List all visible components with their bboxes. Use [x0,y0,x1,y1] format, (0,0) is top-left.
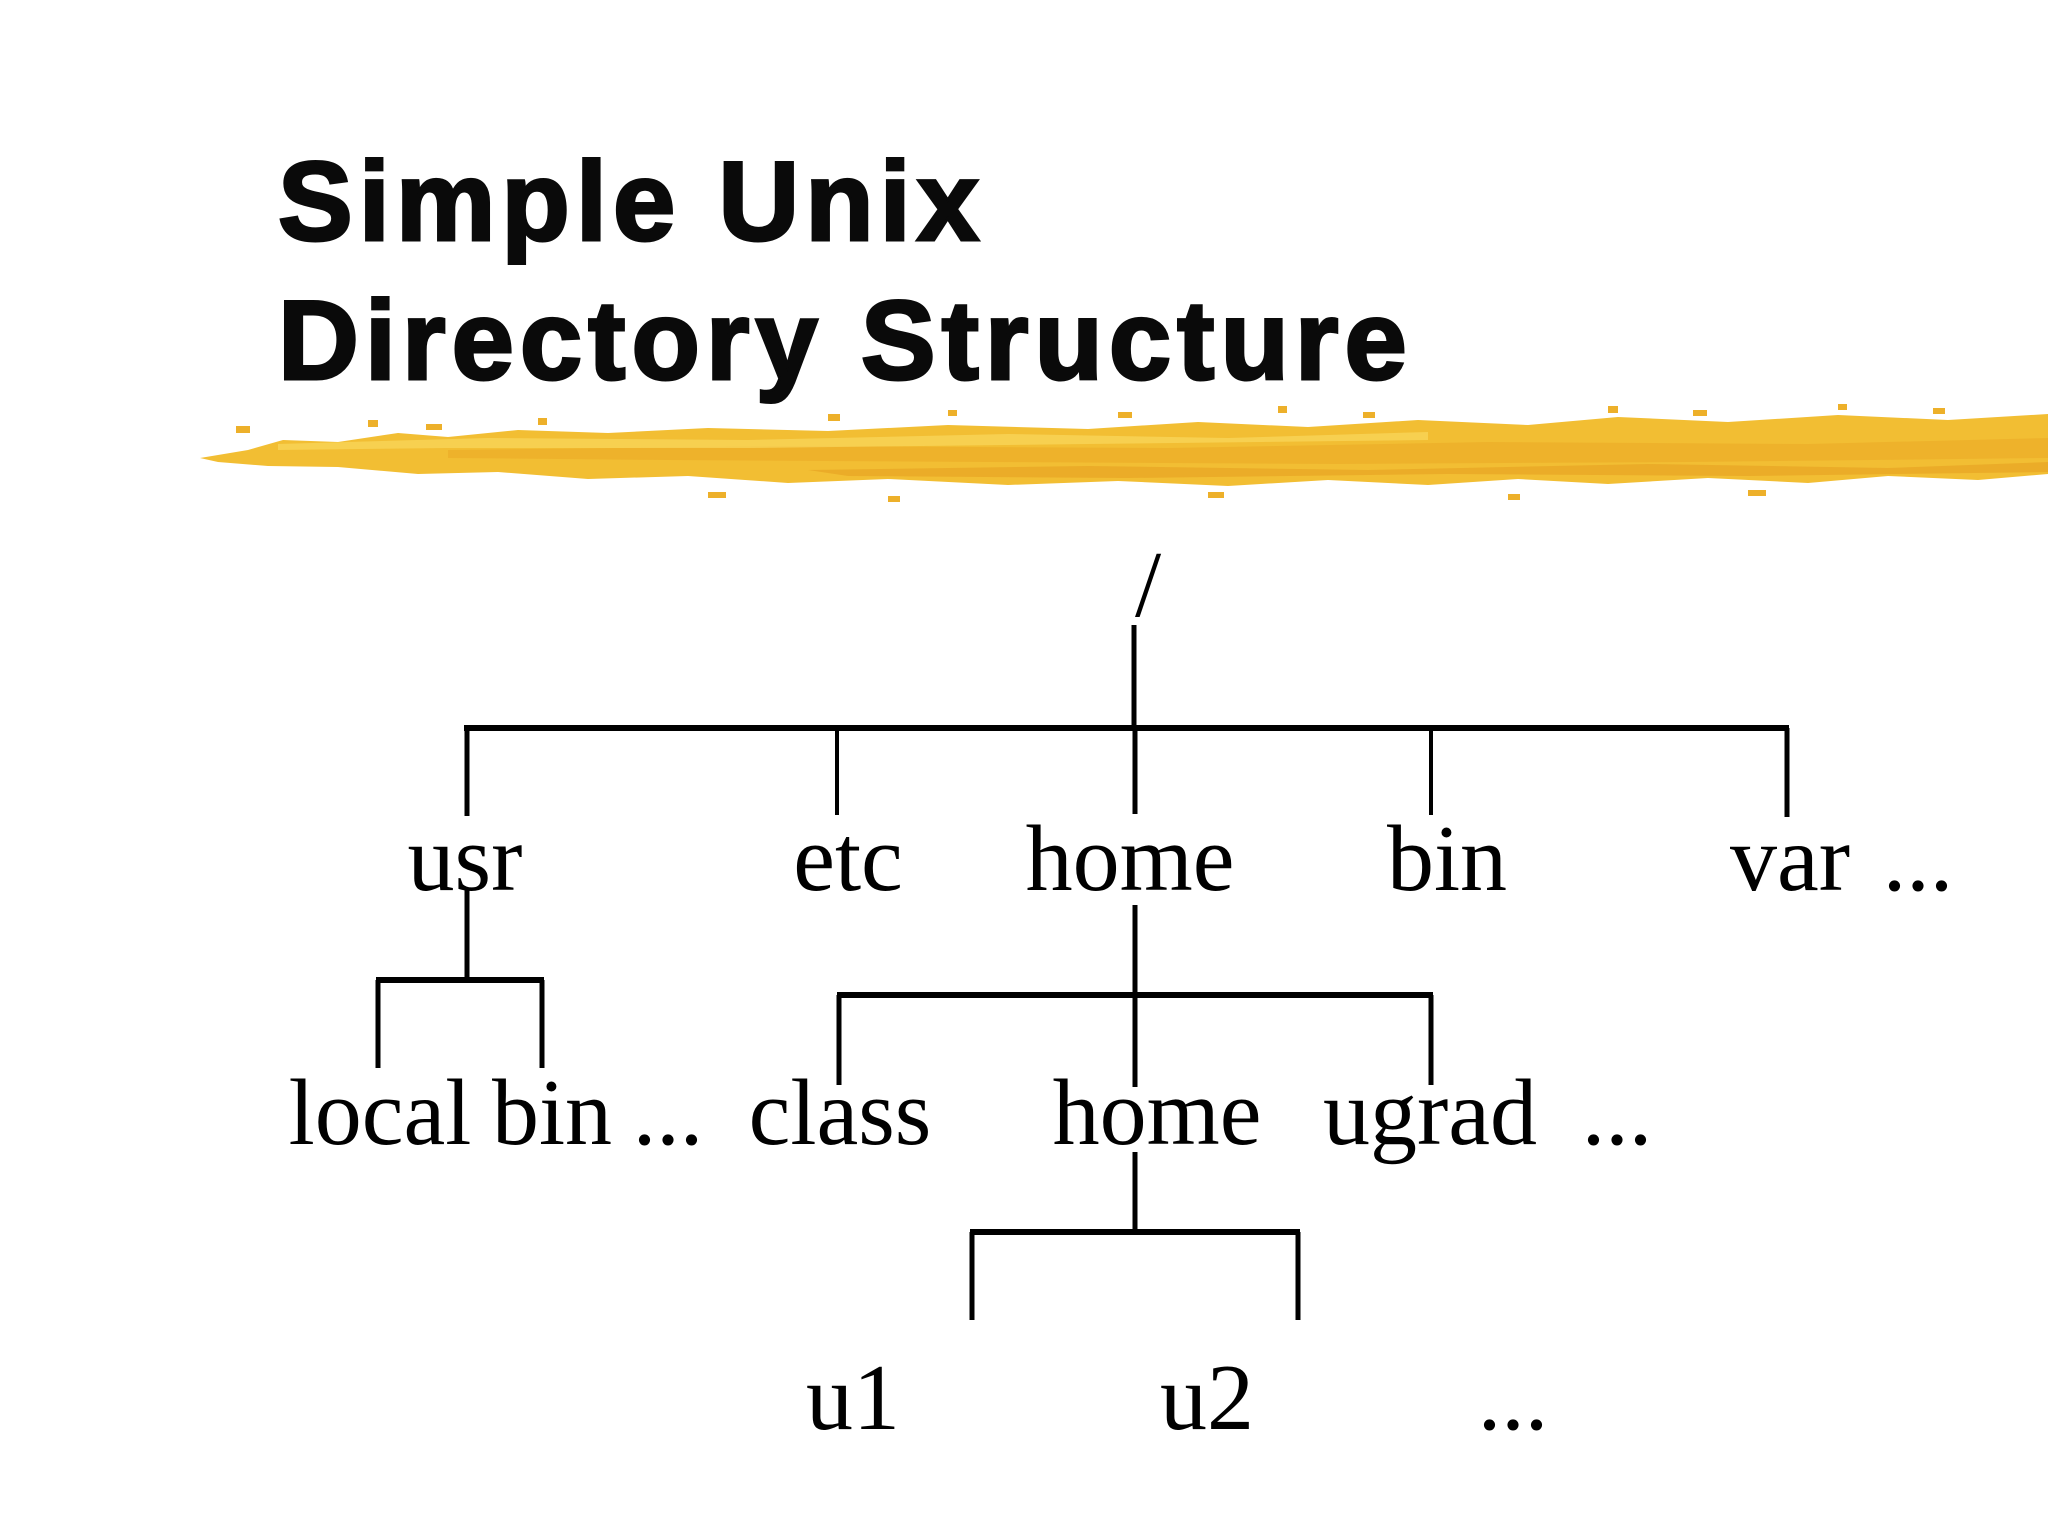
tree-node-root: / [1134,533,1162,637]
tree-node-usr: usr [407,807,523,911]
tree-ellipsis-home: ... [1581,1061,1653,1165]
tree-node-home: home [1025,807,1235,911]
tree-ellipsis-users: ... [1477,1346,1549,1450]
tree-node-bin: bin [1386,807,1508,911]
title-line-2: Directory Structure [277,277,1413,405]
tree-node-u1: u1 [806,1346,900,1450]
tree-node-usr-local: local [288,1061,472,1165]
tree-node-home-ugrad: ugrad [1322,1061,1538,1165]
title-line-1: Simple Unix [277,138,986,266]
tree-node-var: var [1729,807,1851,911]
highlight-brush-stroke [200,404,2048,502]
tree-node-etc: etc [793,807,903,911]
tree-node-home-class: class [748,1061,932,1165]
tree-node-usr-bin: bin [491,1061,613,1165]
tree-node-u2: u2 [1160,1346,1254,1450]
tree-node-home-home: home [1052,1061,1262,1165]
tree-ellipsis-level1: ... [1882,807,1954,911]
tree-ellipsis-usr: ... [632,1061,704,1165]
